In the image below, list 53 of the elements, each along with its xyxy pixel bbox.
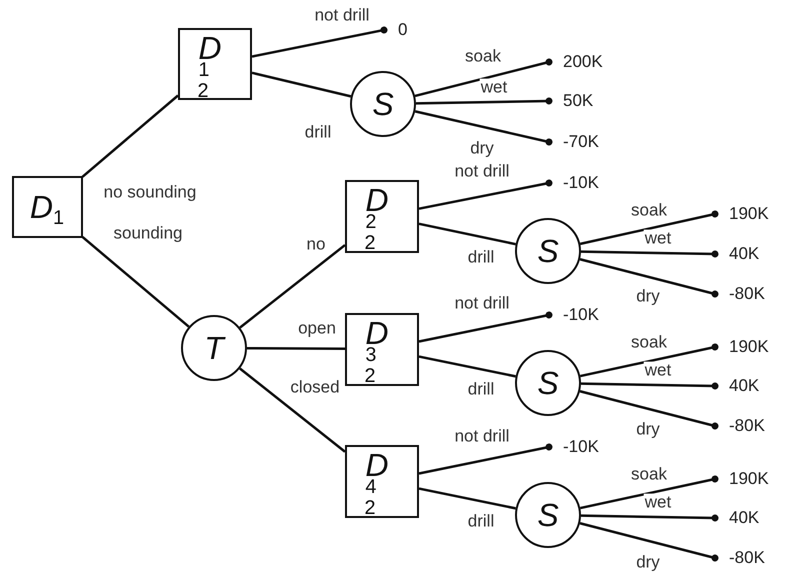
chance-circle: S — [515, 218, 581, 284]
edge-label: dry — [635, 288, 661, 306]
connector-line — [580, 382, 718, 390]
connector-line — [580, 390, 718, 430]
payoff-value: -80K — [729, 284, 765, 304]
connector-line — [418, 312, 552, 343]
chance-circle: S — [515, 350, 581, 416]
connector-line — [252, 72, 352, 98]
payoff-value: -80K — [729, 416, 765, 436]
payoff-value: -10K — [563, 437, 599, 457]
connector-line — [418, 180, 552, 210]
payoff-value: -80K — [729, 548, 765, 568]
connector-line — [414, 110, 552, 146]
payoff-value: -70K — [563, 132, 599, 152]
edge-label: dry — [469, 140, 495, 158]
connector-line — [580, 250, 718, 258]
connector-line — [82, 94, 179, 178]
connector-line — [414, 58, 552, 98]
connector-line — [580, 258, 718, 298]
connector-line — [418, 487, 516, 510]
connector-line — [82, 236, 190, 328]
edge-label: dry — [635, 420, 661, 440]
payoff-value: 190K — [729, 469, 769, 489]
chance-circle: S — [515, 482, 581, 548]
payoff-value: 40K — [729, 244, 760, 264]
decision-box: D$_{1}$ — [12, 176, 82, 238]
payoff-value: 190K — [729, 204, 769, 224]
connector-line — [580, 522, 718, 562]
connector-line — [580, 344, 718, 378]
connector-line — [416, 98, 552, 105]
payoff-value: 190K — [729, 337, 769, 357]
connector-line — [247, 346, 345, 350]
connector-line — [580, 514, 718, 522]
chance-circle: T — [181, 315, 247, 381]
connector-line — [580, 476, 718, 510]
connector-line — [252, 26, 388, 58]
edge-label: sounding — [112, 224, 184, 244]
payoff-value: 40K — [729, 376, 760, 396]
connector-line — [418, 222, 516, 246]
payoff-value: 0 — [398, 20, 408, 40]
connector-line — [580, 210, 718, 246]
connector-line — [418, 444, 552, 475]
connector-line — [239, 244, 346, 329]
edge-label: no sounding — [102, 184, 198, 202]
connector-line — [239, 368, 346, 453]
payoff-value: 50K — [563, 91, 594, 111]
payoff-value: 200K — [563, 52, 603, 72]
edge-label: dry — [635, 554, 661, 572]
payoff-value: -10K — [563, 173, 599, 193]
chance-circle: S — [350, 71, 416, 137]
payoff-value: -10K — [563, 305, 599, 325]
payoff-value: 40K — [729, 508, 760, 528]
connector-line — [418, 355, 516, 378]
